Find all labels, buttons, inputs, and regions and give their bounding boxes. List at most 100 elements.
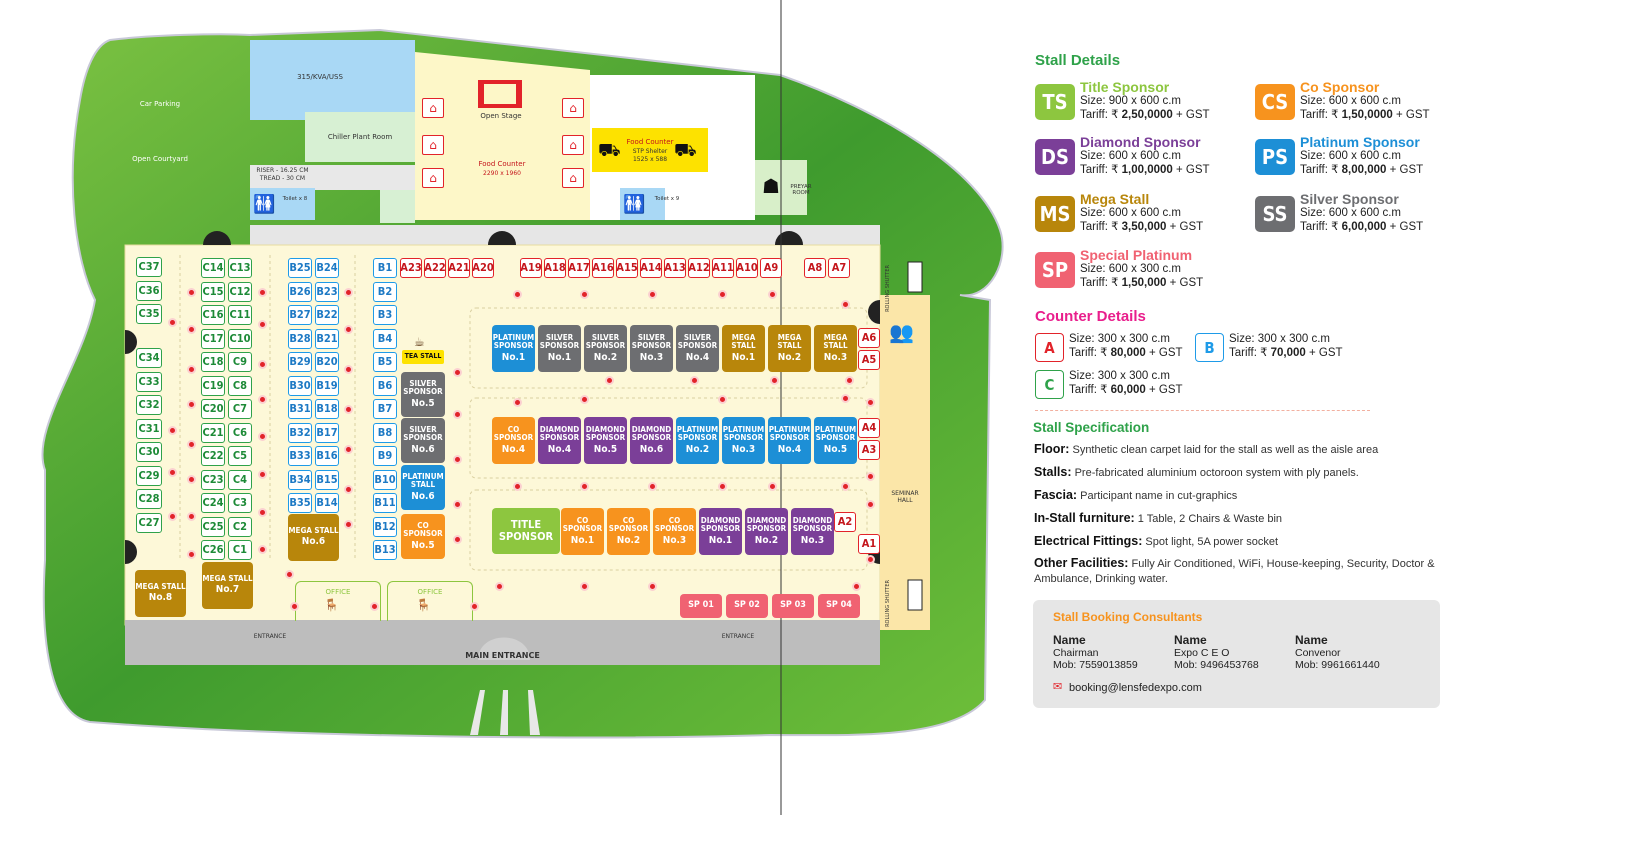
counter-c25[interactable]: C25	[201, 516, 225, 537]
counter-c19[interactable]: C19	[201, 375, 225, 396]
counter-a22[interactable]: A22	[424, 258, 446, 278]
counter-b12[interactable]: B12	[373, 516, 397, 537]
counter-c5[interactable]: C5	[228, 446, 252, 466]
counter-b30[interactable]: B30	[288, 375, 312, 396]
counter-b4[interactable]: B4	[373, 328, 397, 349]
special-platinum-stall[interactable]: SP 03	[772, 594, 814, 618]
counter-c30[interactable]: C30	[136, 442, 162, 462]
counter-c21[interactable]: C21	[201, 422, 225, 443]
counter-a20[interactable]: A20	[472, 258, 494, 278]
counter-c35[interactable]: C35	[136, 304, 162, 324]
counter-a6[interactable]: A6	[858, 328, 880, 348]
counter-c13[interactable]: C13	[228, 258, 252, 278]
counter-a18[interactable]: A18	[544, 258, 566, 278]
counter-b32[interactable]: B32	[288, 422, 312, 443]
counter-b25[interactable]: B25	[288, 258, 312, 278]
counter-b27[interactable]: B27	[288, 305, 312, 325]
counter-c11[interactable]: C11	[228, 305, 252, 325]
counter-c24[interactable]: C24	[201, 493, 225, 513]
counter-a16[interactable]: A16	[592, 258, 614, 278]
special-platinum-stall[interactable]: SP 02	[726, 594, 768, 618]
counter-b6[interactable]: B6	[373, 375, 397, 396]
counter-a7[interactable]: A7	[828, 258, 850, 278]
counter-b33[interactable]: B33	[288, 446, 312, 466]
counter-c16[interactable]: C16	[201, 305, 225, 325]
counter-c18[interactable]: C18	[201, 352, 225, 372]
counter-c9[interactable]: C9	[228, 352, 252, 372]
counter-b17[interactable]: B17	[315, 422, 339, 443]
counter-c26[interactable]: C26	[201, 540, 225, 560]
counter-b29[interactable]: B29	[288, 352, 312, 372]
counter-c12[interactable]: C12	[228, 281, 252, 302]
counter-a15[interactable]: A15	[616, 258, 638, 278]
counter-a2[interactable]: A2	[834, 512, 856, 532]
counter-a19[interactable]: A19	[520, 258, 542, 278]
counter-a1[interactable]: A1	[858, 534, 880, 554]
counter-a14[interactable]: A14	[640, 258, 662, 278]
counter-b20[interactable]: B20	[315, 352, 339, 372]
counter-b14[interactable]: B14	[315, 493, 339, 513]
counter-a10[interactable]: A10	[736, 258, 758, 278]
counter-c31[interactable]: C31	[136, 418, 162, 439]
special-platinum-stall[interactable]: SP 01	[680, 594, 722, 618]
counter-b5[interactable]: B5	[373, 352, 397, 372]
counter-c15[interactable]: C15	[201, 281, 225, 302]
counter-a23[interactable]: A23	[400, 258, 422, 278]
counter-c7[interactable]: C7	[228, 399, 252, 419]
counter-b18[interactable]: B18	[315, 399, 339, 419]
counter-c37[interactable]: C37	[136, 257, 162, 277]
counter-a5[interactable]: A5	[858, 350, 880, 370]
counter-b9[interactable]: B9	[373, 446, 397, 466]
counter-b3[interactable]: B3	[373, 305, 397, 325]
counter-b7[interactable]: B7	[373, 399, 397, 419]
counter-c36[interactable]: C36	[136, 280, 162, 301]
counter-b1[interactable]: B1	[373, 258, 397, 278]
counter-b23[interactable]: B23	[315, 281, 339, 302]
special-platinum-stall[interactable]: SP 04	[818, 594, 860, 618]
title-sponsor-stall[interactable]: TITLE SPONSOR	[492, 508, 560, 554]
counter-c28[interactable]: C28	[136, 489, 162, 509]
counter-a3[interactable]: A3	[858, 440, 880, 460]
counter-c32[interactable]: C32	[136, 395, 162, 415]
counter-c23[interactable]: C23	[201, 469, 225, 490]
counter-b28[interactable]: B28	[288, 328, 312, 349]
counter-b35[interactable]: B35	[288, 493, 312, 513]
counter-c27[interactable]: C27	[136, 512, 162, 533]
counter-b24[interactable]: B24	[315, 258, 339, 278]
counter-b16[interactable]: B16	[315, 446, 339, 466]
counter-a12[interactable]: A12	[688, 258, 710, 278]
counter-c8[interactable]: C8	[228, 375, 252, 396]
counter-c1[interactable]: C1	[228, 540, 252, 560]
counter-b21[interactable]: B21	[315, 328, 339, 349]
counter-c6[interactable]: C6	[228, 422, 252, 443]
counter-c17[interactable]: C17	[201, 328, 225, 349]
counter-a4[interactable]: A4	[858, 418, 880, 438]
email-link[interactable]: booking@lensfedexpo.com	[1069, 682, 1202, 694]
counter-a8[interactable]: A8	[804, 258, 826, 278]
counter-c33[interactable]: C33	[136, 371, 162, 392]
tea-stall[interactable]: TEA STALL	[402, 350, 444, 364]
counter-c3[interactable]: C3	[228, 493, 252, 513]
counter-c22[interactable]: C22	[201, 446, 225, 466]
